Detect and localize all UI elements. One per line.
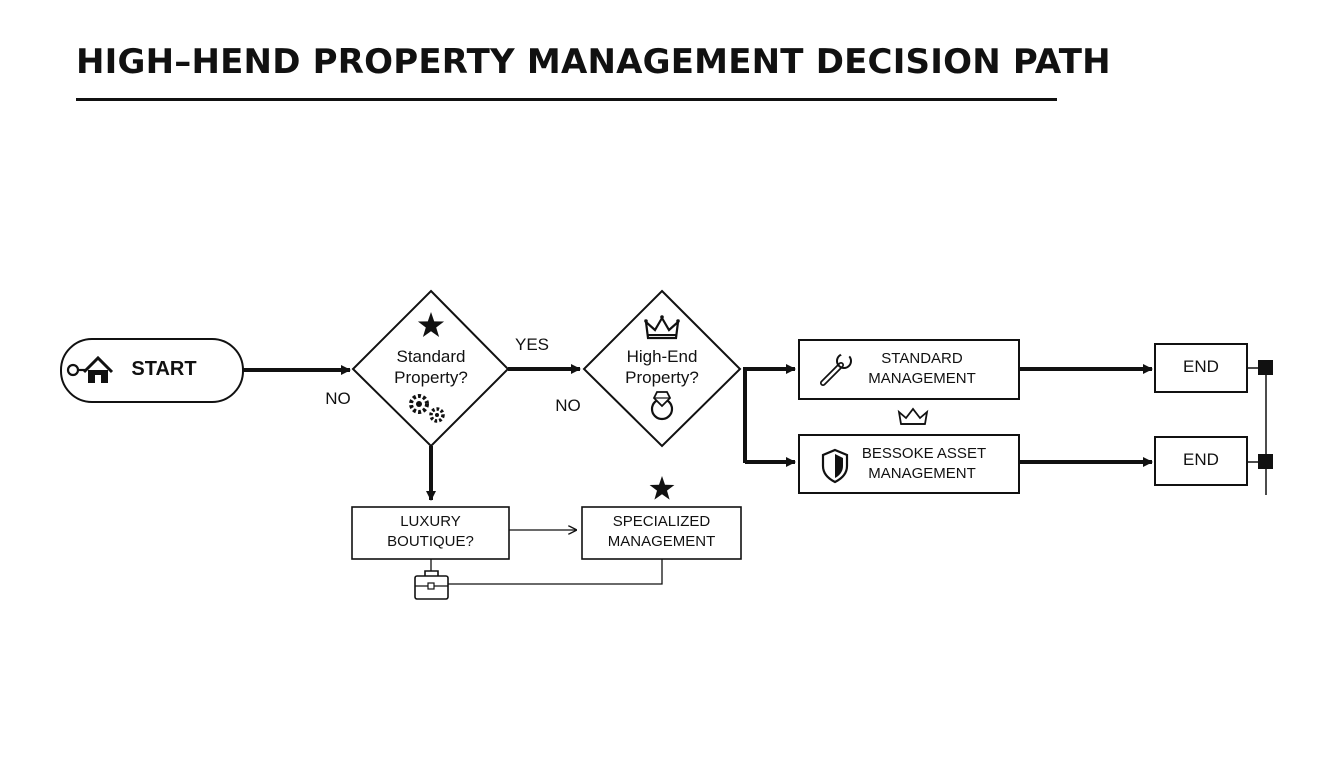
edge-highend-branch bbox=[743, 364, 796, 463]
start-label: START bbox=[131, 358, 197, 380]
decision-highend-line2: Property? bbox=[625, 368, 699, 387]
end-node-bottom bbox=[1154, 436, 1248, 486]
specialized-management-node bbox=[581, 506, 742, 560]
star-icon bbox=[649, 476, 675, 500]
edge-label-no-right: NO bbox=[555, 396, 581, 415]
end-node-top bbox=[1154, 343, 1248, 393]
specialized-management-line2: MANAGEMENT bbox=[607, 533, 716, 550]
crown-outline-icon bbox=[897, 407, 929, 425]
bespoke-management-line2: MANAGEMENT bbox=[868, 465, 976, 482]
bespoke-management-line1: BESSOKE ASSET bbox=[861, 445, 987, 462]
edge-specialized-feedback bbox=[448, 559, 663, 585]
edge-label-yes: YES bbox=[514, 335, 550, 354]
specialized-management-line1: SPECIALIZED bbox=[612, 513, 711, 530]
decision-standard-line2: Property? bbox=[394, 368, 468, 387]
edge-label-no-left: NO bbox=[325, 389, 351, 408]
standard-management-line1: STANDARD bbox=[881, 350, 963, 367]
end-label-top: END bbox=[1183, 357, 1219, 376]
shield-icon bbox=[821, 448, 849, 484]
star-icon bbox=[417, 312, 445, 337]
briefcase-icon bbox=[414, 570, 449, 600]
diamond-ring-icon bbox=[650, 391, 674, 421]
page-title: HIGH–HEND PROPERTY MANAGEMENT DECISION P… bbox=[76, 42, 1111, 82]
bespoke-management-node bbox=[798, 434, 1020, 494]
standard-management-line2: MANAGEMENT bbox=[868, 370, 976, 387]
house-icon bbox=[82, 355, 114, 383]
luxury-boutique-line1: LUXURY bbox=[400, 513, 461, 530]
title-underline bbox=[76, 98, 1057, 101]
decision-standard-line1: Standard bbox=[396, 347, 466, 366]
gears-icon bbox=[409, 394, 445, 423]
decision-highend-property bbox=[582, 289, 742, 448]
luxury-boutique-node bbox=[351, 506, 510, 560]
crown-icon bbox=[644, 315, 680, 340]
decision-highend-line1: High-End bbox=[626, 347, 698, 366]
end-connector bbox=[1248, 360, 1273, 495]
luxury-boutique-line2: BOUTIQUE? bbox=[387, 533, 474, 550]
wrench-icon bbox=[820, 348, 852, 386]
end-label-bottom: END bbox=[1183, 450, 1219, 469]
